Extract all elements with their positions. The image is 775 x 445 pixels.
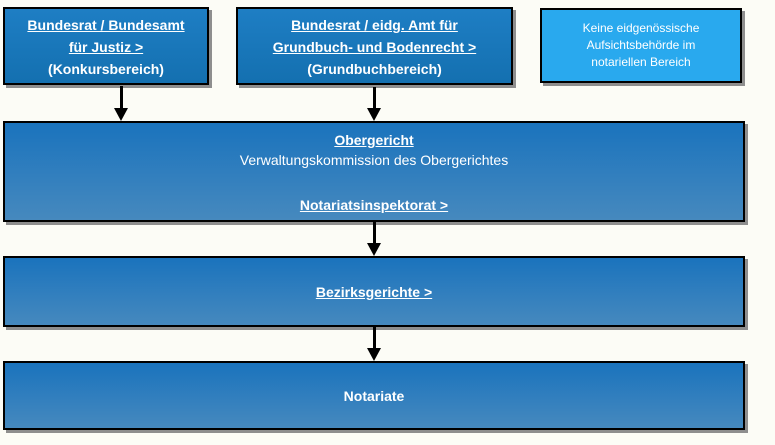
box-keine-aufsichtsbehoerde: Keine eidgenössische Aufsichtsbehörde im… [540,8,742,83]
arrow-head [367,348,381,361]
text-line: notariellen Bereich [591,55,691,69]
arrow-shaft [373,87,376,108]
spacer [5,170,743,195]
box-note-konkursbereich: (Konkursbereich) [48,61,164,77]
text-line: Aufsichtsbehörde im [586,38,696,52]
arrow-shaft [373,222,376,243]
box-bundesamt-justiz: Bundesrat / Bundesamt für Justiz > (Konk… [3,7,209,85]
keine-aufsichtsbehoerde-text: Keine eidgenössische Aufsichtsbehörde im… [583,20,700,71]
link-bundesamt-justiz[interactable]: Bundesrat / Bundesamt für Justiz > [9,14,203,58]
box-obergericht: Obergericht Verwaltungskommission des Ob… [3,121,745,222]
box-notariate: Notariate [3,361,745,430]
obergericht-subtitle: Verwaltungskommission des Obergerichtes [239,152,509,168]
text-line: Keine eidgenössische [582,21,700,35]
link-line: Bundesrat / Bundesamt [27,17,185,33]
arrow-head [367,243,381,256]
arrow-obergericht-to-bezirksgerichte [367,222,382,256]
arrow-head [367,108,381,121]
notariate-label: Notariate [343,387,405,404]
arrow-shaft [120,86,123,108]
link-notariatsinspektorat[interactable]: Notariatsinspektorat > [299,197,449,213]
link-line: Bundesrat / eidg. Amt für [291,17,458,33]
box-note-grundbuchbereich: (Grundbuchbereich) [307,61,442,77]
arrow-head [114,108,128,121]
link-line: Grundbuch- und Bodenrecht > [272,39,477,55]
box-bezirksgerichte: Bezirksgerichte > [3,256,745,327]
link-bezirksgerichte[interactable]: Bezirksgerichte > [315,283,433,300]
link-line: für Justiz > [68,39,144,55]
arrow-grundbuch-to-obergericht [367,87,382,121]
link-amt-grundbuch-bodenrecht[interactable]: Bundesrat / eidg. Amt für Grundbuch- und… [242,14,507,58]
box-amt-grundbuch-bodenrecht: Bundesrat / eidg. Amt für Grundbuch- und… [236,7,513,85]
arrow-shaft [373,327,376,348]
arrow-justiz-to-obergericht [114,86,129,121]
arrow-bezirksgerichte-to-notariate [367,327,382,361]
obergericht-title[interactable]: Obergericht [334,132,414,148]
